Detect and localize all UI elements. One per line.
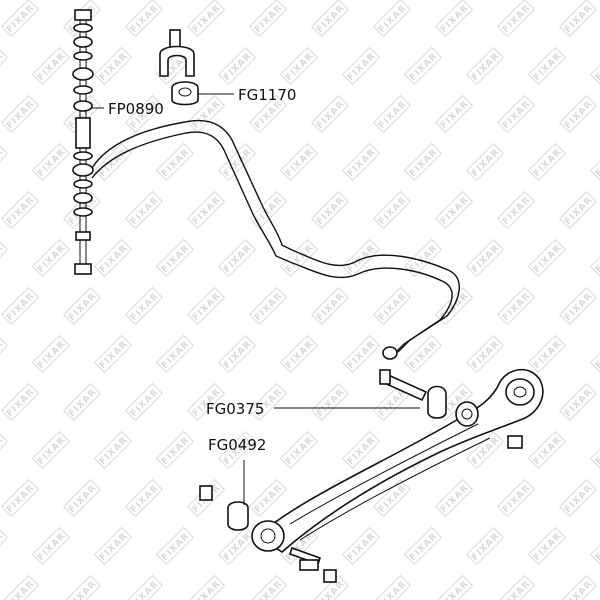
link-bolt-head (74, 263, 92, 275)
bar-bushing (171, 81, 199, 106)
bar-bushing-bracket (159, 29, 199, 106)
link-washer (73, 23, 93, 33)
link-washer (73, 151, 93, 161)
front-bushing (227, 501, 249, 531)
link-washer (73, 207, 93, 217)
trailing-arm (256, 368, 544, 554)
rear-bushing (427, 385, 447, 419)
link-bushing (73, 36, 93, 48)
lower-nut (323, 569, 337, 583)
callout-leaders (92, 93, 420, 505)
link-top-nut (74, 9, 92, 21)
link-washer (73, 85, 93, 95)
trailing-arm-body (256, 368, 544, 554)
callout-fp0890: FP0890 (108, 100, 164, 118)
bracket-bolt (169, 29, 181, 49)
link-spacer-sleeve (75, 117, 91, 149)
lower-bracket (299, 559, 319, 571)
link-bushing (72, 67, 94, 81)
link-nut (75, 231, 91, 241)
stabilizer-bar (91, 119, 460, 360)
stabilizer-bar-end-eye (382, 346, 398, 360)
link-bushing (72, 163, 94, 177)
bracket-clamp (159, 45, 195, 77)
bushing-fg0375-assembly (379, 369, 523, 449)
callout-fg1170: FG1170 (238, 86, 296, 104)
callout-fg0375: FG0375 (206, 400, 264, 418)
arm-front-bushing-eye (251, 520, 285, 552)
link-washer (73, 179, 93, 189)
arm-rear-eye (505, 378, 535, 406)
link-washer (73, 51, 93, 61)
rear-nut (507, 435, 523, 449)
arm-front-eye (455, 401, 479, 427)
callout-fg0492: FG0492 (208, 436, 266, 454)
bushing-fg0492-assembly (199, 485, 285, 552)
front-nut (199, 485, 213, 501)
lower-mount-bolt (288, 546, 337, 583)
link-bushing (73, 192, 93, 204)
link-washer (73, 100, 93, 112)
stabilizer-link-stack (72, 9, 94, 275)
rear-bolt-head (379, 369, 391, 385)
